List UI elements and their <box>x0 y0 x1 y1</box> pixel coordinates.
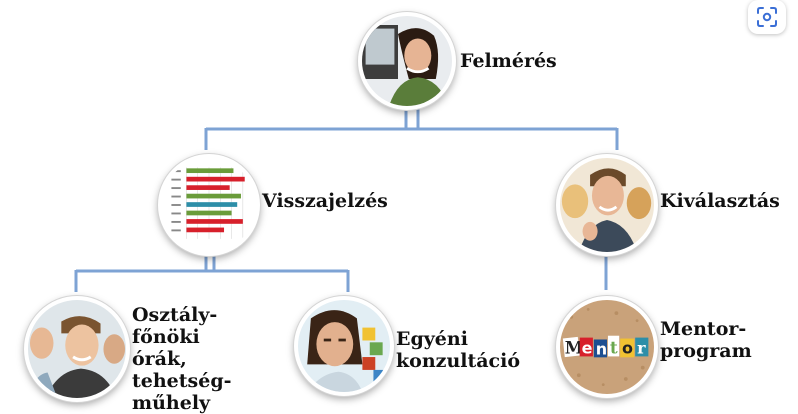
selection-label: Kiválasztás <box>660 190 780 212</box>
selection-photo <box>556 154 658 256</box>
svg-text:o: o <box>622 339 633 358</box>
visual-search-button[interactable] <box>748 0 786 34</box>
feedback-label: Visszajelzés <box>262 190 388 212</box>
mentor-photo: M e n t o r <box>556 296 658 398</box>
consult-photo <box>294 296 394 396</box>
svg-text:t: t <box>610 338 618 358</box>
feedback-chart-image <box>158 154 260 256</box>
consult-label: Egyéni konzultáció <box>396 328 521 372</box>
visual-search-icon <box>757 7 777 27</box>
class-hours-photo <box>24 296 130 402</box>
svg-text:n: n <box>596 340 607 359</box>
svg-text:e: e <box>582 339 593 358</box>
root-label: Felmérés <box>460 50 557 72</box>
mentor-word-image: M e n t o r <box>562 335 649 359</box>
org-chart: Felmérés <box>24 0 786 414</box>
connector-lines <box>74 108 619 292</box>
mentor-label: Mentor- program <box>660 318 752 362</box>
root-photo <box>358 12 456 110</box>
svg-text:M: M <box>565 338 584 358</box>
svg-text:r: r <box>637 339 646 358</box>
